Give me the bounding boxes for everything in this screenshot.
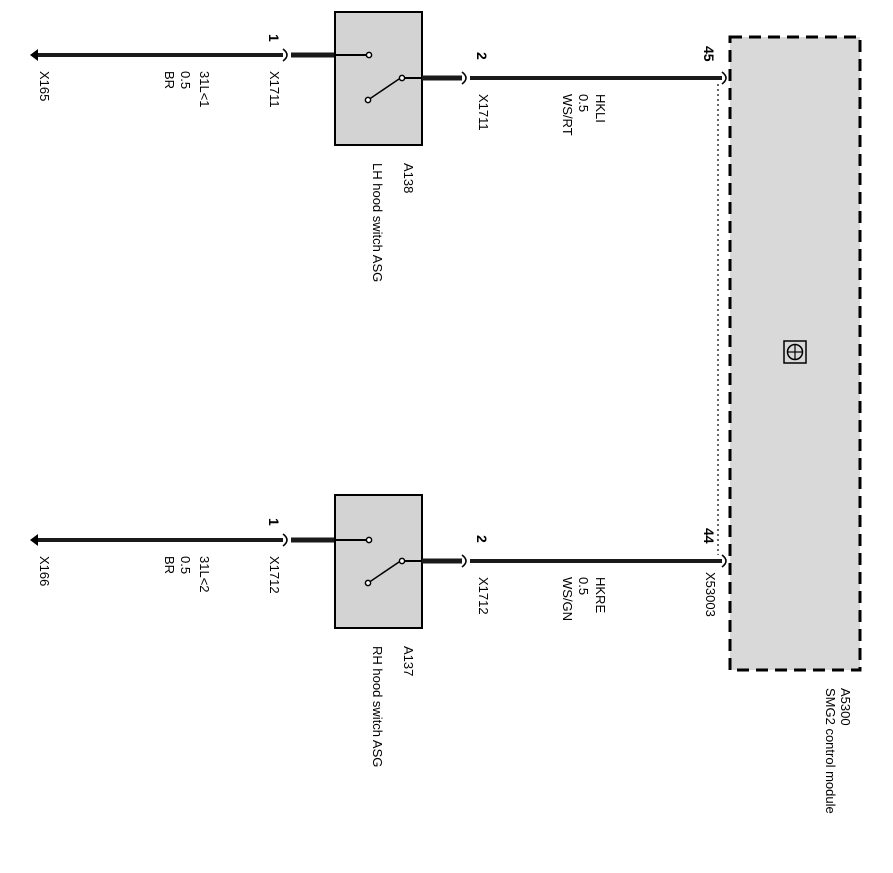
module-id: A5300 xyxy=(838,688,853,726)
pin-number: 44 xyxy=(701,528,717,544)
pin-number: 2 xyxy=(474,52,490,60)
connector-label: X1711 xyxy=(476,94,491,131)
bmw-roundel-icon xyxy=(783,340,807,364)
ground-terminal-label: X165 xyxy=(37,71,52,101)
pin-number: 1 xyxy=(266,34,282,42)
wire-gauge-label: 0.5 xyxy=(576,577,591,595)
switch-contact-icon xyxy=(335,51,422,104)
connector-pin-icon xyxy=(282,48,288,62)
wire-gauge-label: 0.5 xyxy=(576,94,591,112)
wire-id-label: 31L<2 xyxy=(197,556,212,593)
module-connector: X53003 xyxy=(703,572,718,617)
module-name: SMG2 control module xyxy=(823,688,838,814)
pin-number: 1 xyxy=(266,518,282,526)
ground-terminal-icon xyxy=(30,534,38,546)
switch-id: A138 xyxy=(401,163,416,193)
pin-number: 45 xyxy=(701,46,717,62)
switch-contact-icon xyxy=(335,536,422,587)
rh-switch-circuit: 1 X166 31L<2 0.5 BR X1712 A137 RH hood s… xyxy=(30,494,727,767)
pin-number: 2 xyxy=(474,535,490,543)
connector-label: X1712 xyxy=(476,577,491,615)
wire-color-label: WS/GN xyxy=(560,577,575,621)
ground-terminal-label: X166 xyxy=(37,556,52,586)
connector-pin-icon xyxy=(461,554,467,568)
connector-label: X1711 xyxy=(267,71,282,108)
smg2-control-module: A5300 SMG2 control module X53003 xyxy=(703,35,862,814)
wire-gauge-label: 0.5 xyxy=(178,556,193,574)
wire-color-label: BR xyxy=(162,71,177,89)
connector-label: X1712 xyxy=(267,556,282,594)
connector-pin-icon xyxy=(461,71,467,85)
ground-terminal-icon xyxy=(30,49,38,61)
wire-color-label: WS/RT xyxy=(560,94,575,136)
wire-id-label: 31L<1 xyxy=(197,71,212,108)
wire-color-label: BR xyxy=(162,556,177,574)
wire-gauge-label: 0.5 xyxy=(178,71,193,89)
connector-pin-icon xyxy=(721,71,727,85)
connector-pin-icon xyxy=(721,554,727,568)
wire-id-label: HKRE xyxy=(593,577,608,613)
wire-id-label: HKLI xyxy=(593,94,608,123)
switch-name: LH hood switch ASG xyxy=(370,163,385,282)
lh-switch-circuit: 1 X165 31L<1 0.5 BR X1711 A138 LH hood s… xyxy=(30,11,727,282)
switch-name: RH hood switch ASG xyxy=(370,646,385,767)
connector-pin-icon xyxy=(282,533,288,547)
switch-id: A137 xyxy=(401,646,416,676)
